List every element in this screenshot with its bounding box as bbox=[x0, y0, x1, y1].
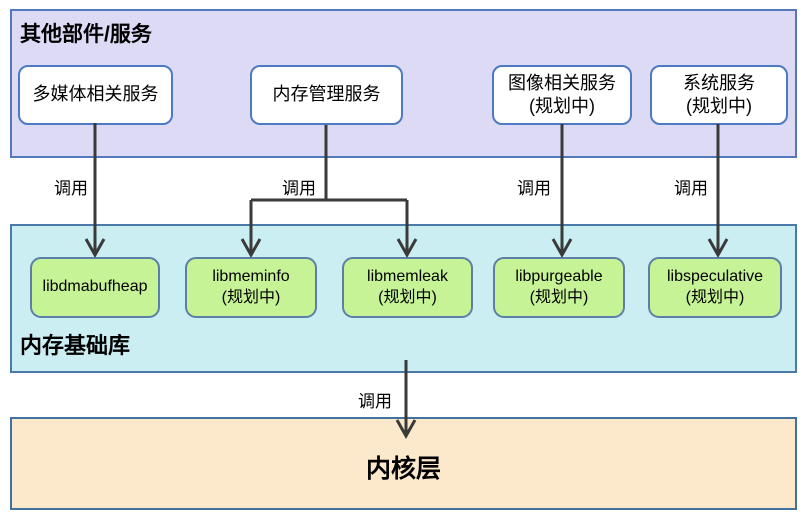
layer-kernel-panel: 内核层 bbox=[10, 417, 797, 510]
lib-box-libspeculative: libspeculative (规划中) bbox=[648, 257, 782, 318]
service-box-memory-management: 内存管理服务 bbox=[250, 65, 403, 125]
call-label-kernel: 调用 bbox=[358, 392, 392, 411]
lib-box-libpurgeable: libpurgeable (规划中) bbox=[493, 257, 625, 318]
call-label-multimedia: 调用 bbox=[54, 179, 88, 198]
call-label-system: 调用 bbox=[674, 179, 708, 198]
kernel-layer-title: 内核层 bbox=[365, 454, 441, 483]
call-label-memory-management: 调用 bbox=[282, 179, 316, 198]
lib-box-libmemleak: libmemleak (规划中) bbox=[342, 257, 473, 318]
lib-box-libmeminfo: libmeminfo (规划中) bbox=[185, 257, 317, 318]
call-label-graphics: 调用 bbox=[517, 179, 551, 198]
lib-box-libdmabufheap: libdmabufheap bbox=[30, 257, 160, 318]
memory-libs-layer-title: 内存基础库 bbox=[20, 333, 131, 358]
service-box-multimedia: 多媒体相关服务 bbox=[18, 65, 173, 125]
service-box-graphics: 图像相关服务 (规划中) bbox=[492, 65, 632, 125]
service-box-system: 系统服务 (规划中) bbox=[650, 65, 788, 125]
services-layer-title: 其他部件/服务 bbox=[20, 23, 152, 46]
